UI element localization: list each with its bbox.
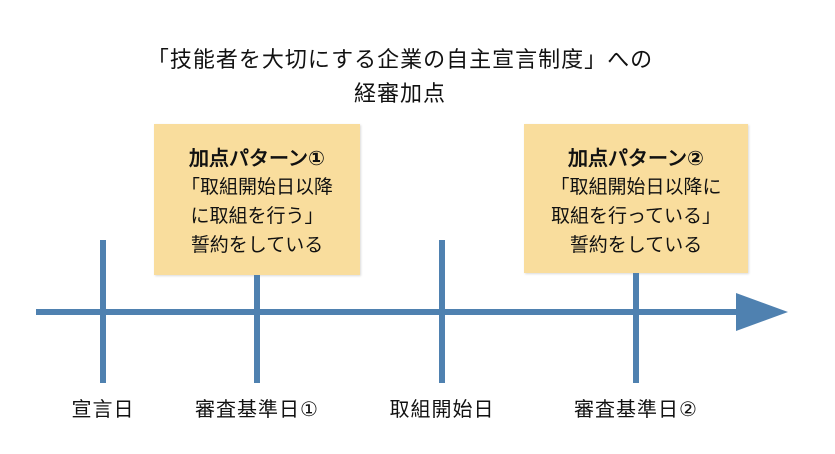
pattern-2-line-1: 「取組開始日以降に (550, 176, 722, 198)
label-review-date-1: 審査基準日① (195, 397, 319, 421)
label-review-date-2: 審査基準日② (574, 397, 698, 421)
title-line-2: 経審加点 (353, 82, 446, 107)
label-declaration-date: 宣言日 (71, 397, 135, 421)
pattern-1-heading: 加点パターン① (189, 146, 325, 170)
pattern-2-line-3: 誓約をしている (569, 234, 703, 256)
title-line-1: 「技能者を大切にする企業の自主宣言制度」への (146, 48, 654, 73)
diagram-title: 「技能者を大切にする企業の自主宣言制度」への 経審加点 (0, 44, 800, 112)
pattern-1-line-2: に取組を行う」 (190, 205, 324, 227)
pattern-1-line-1: 「取組開始日以降 (180, 176, 333, 198)
pattern-2-heading: 加点パターン② (568, 146, 704, 170)
pattern-1-line-3: 誓約をしている (190, 234, 324, 256)
label-start-date: 取組開始日 (389, 397, 495, 421)
timeline-arrowhead (736, 293, 788, 331)
pattern-2-box: 加点パターン② 「取組開始日以降に 取組を行っている」 誓約をしている (524, 124, 748, 273)
pattern-1-box: 加点パターン① 「取組開始日以降 に取組を行う」 誓約をしている (154, 124, 360, 275)
pattern-2-line-2: 取組を行っている」 (550, 205, 722, 227)
